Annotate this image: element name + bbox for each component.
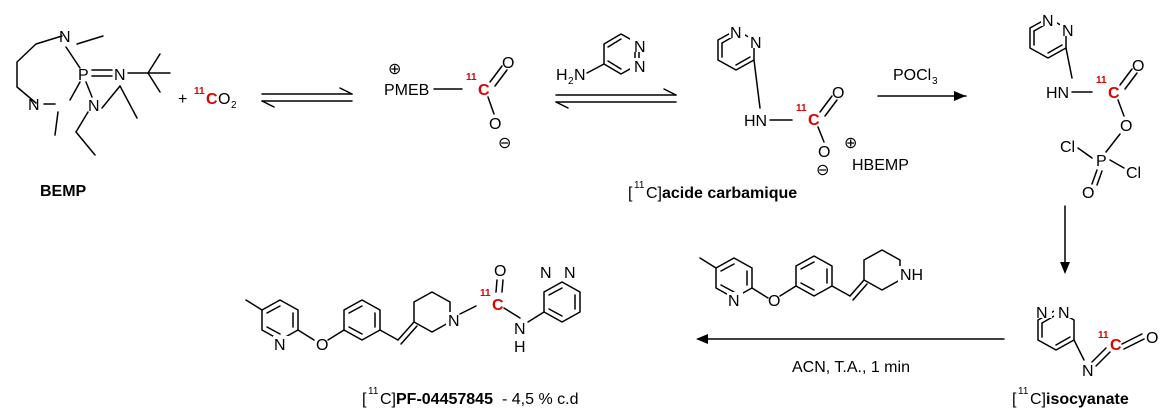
iso-n1: N	[1036, 305, 1048, 322]
pocl3-sub: 3	[932, 76, 938, 87]
carbamic-c: C]	[646, 185, 662, 202]
product-isotope: 11	[368, 386, 379, 397]
prod-pyridine-n: N	[274, 337, 286, 354]
prod-piperidine-n: N	[448, 313, 460, 330]
pmeb-carbamate: ⊕ PMEB 11 C O O ⊖	[384, 55, 514, 152]
co2-subscript: 2	[231, 100, 237, 111]
co2-carbon: C	[206, 91, 218, 108]
isocyanate-name: isocyanate	[1046, 391, 1129, 408]
reagent-n1: N	[634, 39, 646, 56]
reagent-n2: N	[634, 59, 646, 76]
ca-oxygen-2: O	[818, 144, 830, 161]
ca-isotope: 11	[796, 103, 807, 114]
prod-pyridazine-n2: N	[564, 265, 576, 282]
bemp-label: BEMP	[40, 183, 87, 200]
pmeb-carbon: C	[478, 82, 490, 99]
bemp-p: P	[78, 67, 89, 84]
co2-oxygen: O	[218, 91, 230, 108]
final-arrow: ACN, T.A., 1 min	[696, 334, 1005, 376]
ca-hn: HN	[744, 113, 767, 130]
pr-ether-o: O	[768, 293, 780, 310]
hbemp-label: HBEMP	[852, 157, 909, 174]
pi-phosphorus: P	[1096, 153, 1107, 170]
pi-chlorine-2: Cl	[1126, 165, 1141, 182]
aminopyridazine-reagent: H 2 N N N	[556, 33, 648, 87]
prod-carbon: C	[492, 297, 504, 314]
carbamic-acid-structure: N N HN 11 C O O ⊖ ⊕ HBEMP	[717, 24, 909, 179]
co2-reagent: 11 C O 2	[194, 86, 237, 111]
equilibrium-arrow-1	[261, 87, 353, 108]
pi-n2: N	[1062, 23, 1074, 40]
carbamic-name: acide carbamique	[662, 185, 797, 202]
pi-oxygen-1: O	[1132, 58, 1144, 75]
pocl3-arrow: POCl 3	[877, 67, 967, 101]
hbemp-plus: ⊕	[844, 135, 857, 152]
bemp-structure: N N P N N BEMP	[16, 29, 171, 200]
ca-oxygen-1: O	[832, 85, 844, 102]
plus-sign: +	[178, 91, 187, 108]
pi-oxygen-2: O	[1120, 118, 1132, 135]
h2n-sub: 2	[568, 76, 574, 87]
prod-carbonyl-o: O	[494, 263, 506, 280]
pmeb-oxygen-1: O	[502, 55, 514, 72]
prod-pyridazine-n1: N	[540, 265, 552, 282]
isocyanate-c: C]	[1030, 391, 1046, 408]
pmeb-oxygen-2: O	[489, 116, 501, 133]
prod-ether-o: O	[316, 337, 328, 354]
pocl3-label: POCl	[893, 67, 931, 84]
ca-n2: N	[750, 35, 762, 52]
product-c: C]	[380, 391, 396, 408]
ca-minus: ⊖	[816, 162, 829, 179]
pi-n1: N	[1042, 13, 1054, 30]
equilibrium-arrow-2	[555, 88, 677, 109]
product-structure: N O N 11 C O N H N N	[245, 263, 581, 356]
iso-isotope: 11	[1098, 330, 1109, 341]
bemp-n2: N	[28, 97, 40, 114]
piperidine-reagent: N O NH	[699, 249, 924, 310]
pi-hn: HN	[1046, 85, 1069, 102]
carbamic-bracket: [	[628, 185, 633, 202]
bemp-n3: N	[114, 67, 126, 84]
bemp-n4: N	[88, 98, 100, 115]
product-caption: [ 11 C] PF-04457845 - 4,5 % c.d	[362, 386, 578, 408]
pi-carbon: C	[1108, 85, 1120, 102]
pmeb-isotope: 11	[466, 72, 477, 83]
phosphoryl-intermediate: N N HN 11 C O O P Cl Cl O	[1029, 12, 1144, 202]
pmeb-plus: ⊕	[388, 61, 401, 78]
product-yield: - 4,5 % c.d	[502, 391, 578, 408]
iso-n2: N	[1058, 305, 1070, 322]
isocyanate-caption: [ 11 C] isocyanate	[1012, 386, 1129, 408]
final-conditions: ACN, T.A., 1 min	[792, 359, 910, 376]
ca-n1: N	[730, 25, 742, 42]
prod-amide-h: H	[514, 339, 526, 356]
isocyanate-isotope: 11	[1018, 386, 1029, 397]
isocyanate-structure: N N N 11 C O	[1034, 304, 1158, 380]
prod-isotope: 11	[480, 288, 491, 299]
iso-oxygen: O	[1146, 330, 1158, 347]
co2-isotope: 11	[194, 86, 205, 97]
isocyanate-bracket: [	[1012, 391, 1017, 408]
pmeb-minus: ⊖	[498, 135, 511, 152]
pr-pyridine-n: N	[728, 293, 740, 310]
prod-amide-n: N	[514, 321, 526, 338]
pi-oxygen-3: O	[1082, 185, 1094, 202]
pi-isotope: 11	[1096, 75, 1107, 86]
h2n-h: H	[556, 67, 568, 84]
pmeb-label: PMEB	[384, 82, 429, 99]
iso-carbon: C	[1110, 337, 1122, 354]
iso-n3: N	[1082, 363, 1094, 380]
down-arrow	[1060, 205, 1070, 274]
h2n-n: N	[574, 67, 586, 84]
ca-carbon: C	[808, 112, 820, 129]
carbamic-acid-caption: [ 11 C] acide carbamique	[628, 180, 797, 202]
product-bracket: [	[362, 391, 367, 408]
pr-nh: NH	[900, 267, 923, 284]
product-name: PF-04457845	[396, 391, 493, 408]
carbamic-isotope: 11	[634, 180, 645, 191]
pi-chlorine-1: Cl	[1060, 139, 1075, 156]
bemp-n1: N	[59, 29, 71, 46]
